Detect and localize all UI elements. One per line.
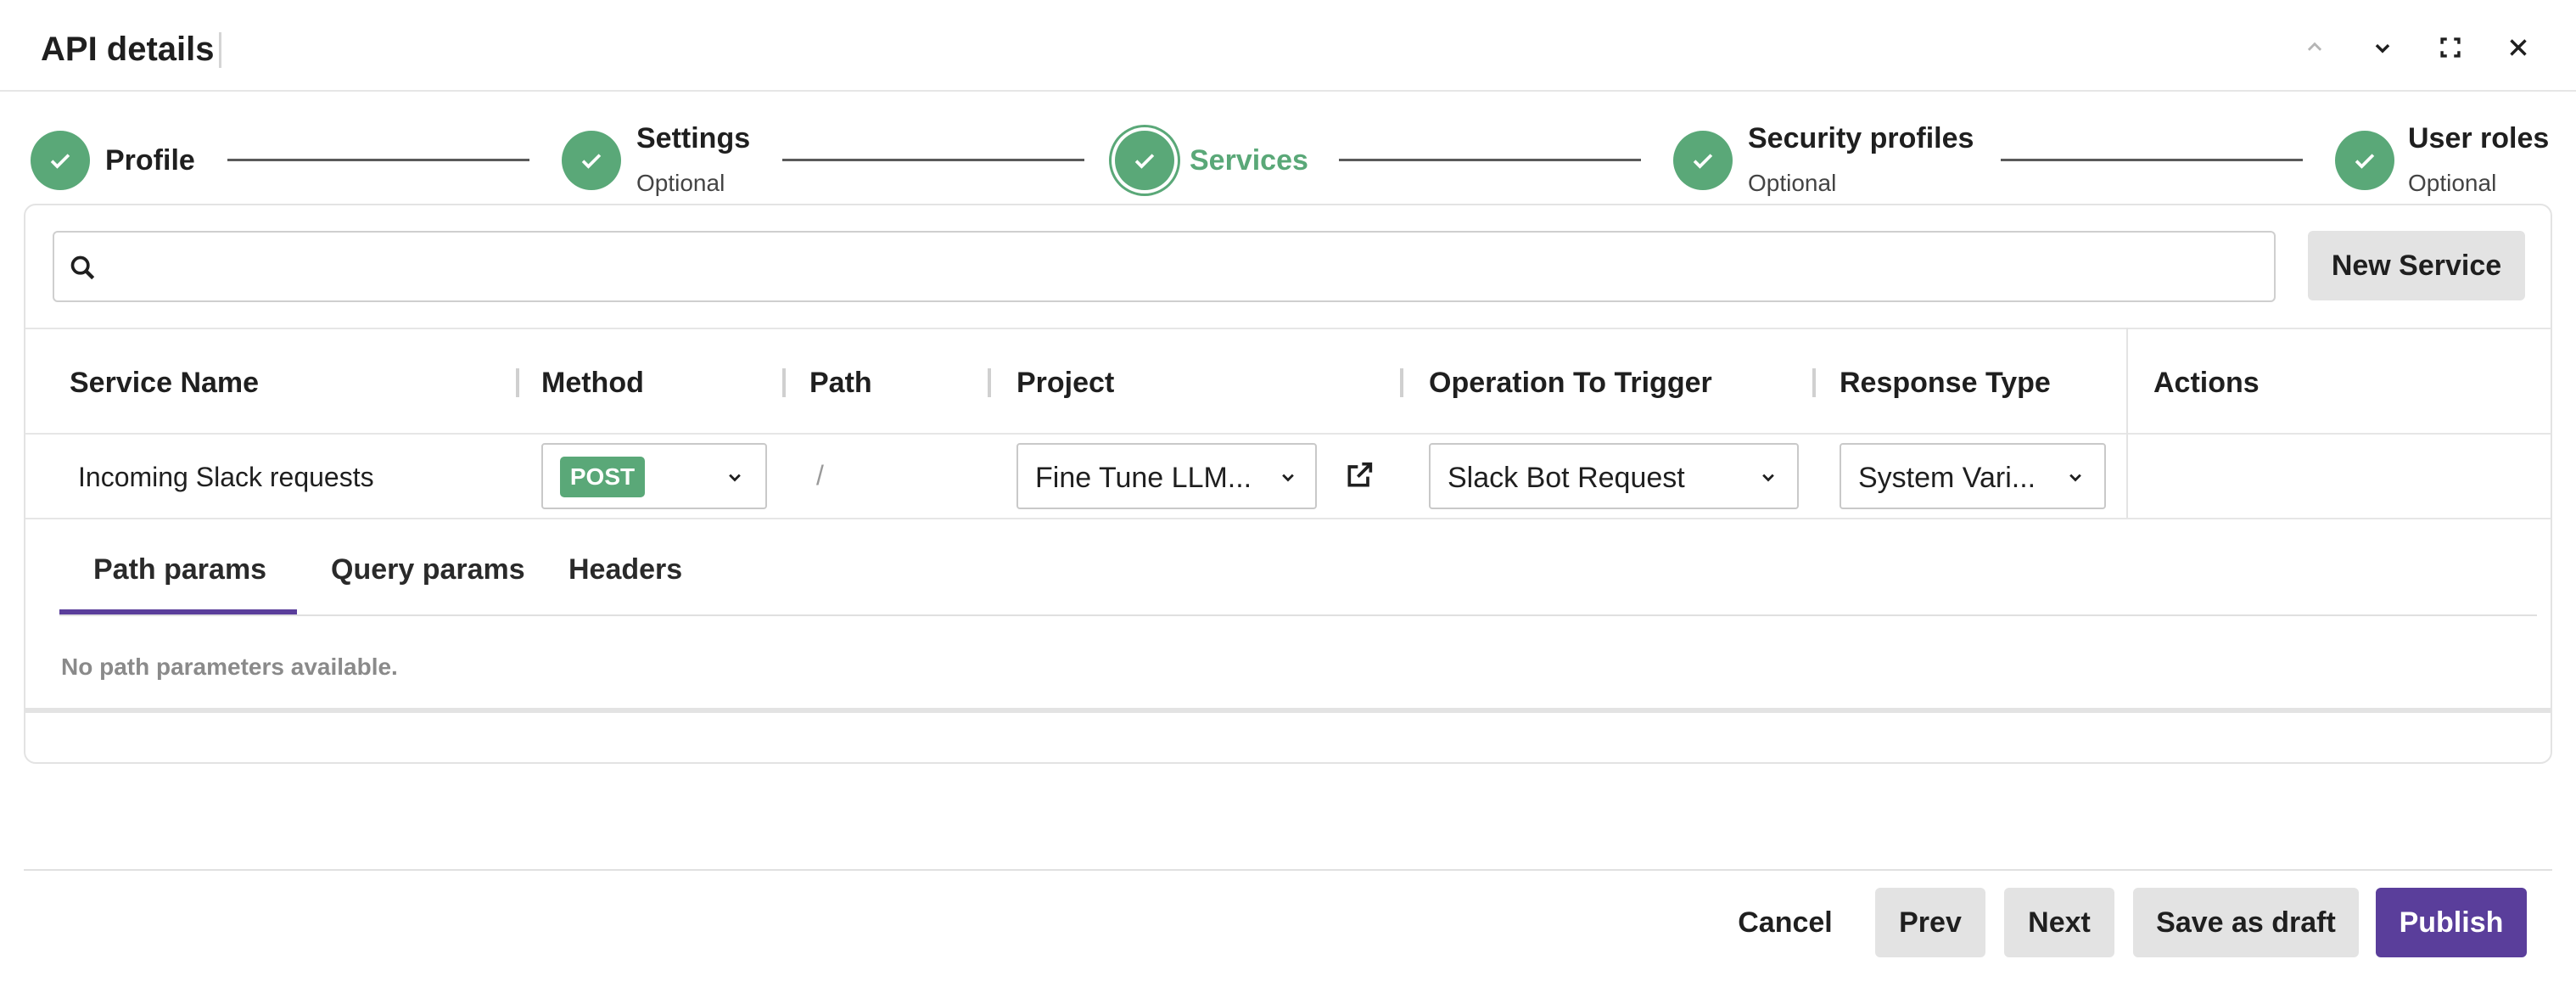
close-button[interactable] bbox=[2500, 29, 2537, 66]
step-connector bbox=[2001, 159, 2303, 161]
dialog-title: API details bbox=[41, 31, 215, 68]
operation-select[interactable]: Slack Bot Request bbox=[1429, 443, 1799, 509]
step-check-icon bbox=[1673, 131, 1733, 190]
column-header-response-type[interactable]: Response Type bbox=[1840, 367, 2051, 399]
publish-button[interactable]: Publish bbox=[2376, 888, 2527, 957]
next-button[interactable]: Next bbox=[2004, 888, 2114, 957]
service-name-cell: Incoming Slack requests bbox=[78, 462, 374, 492]
project-select[interactable]: Fine Tune LLM... bbox=[1016, 443, 1317, 509]
step-label: Settings bbox=[636, 122, 751, 154]
chevron-down-icon bbox=[2069, 474, 2081, 482]
close-icon bbox=[2510, 39, 2527, 56]
step-check-icon bbox=[1115, 131, 1174, 190]
expand-down-button[interactable] bbox=[2364, 29, 2401, 66]
collapse-up-button[interactable] bbox=[2296, 29, 2333, 66]
tab-path-params[interactable]: Path params bbox=[93, 553, 267, 586]
step-connector bbox=[1339, 159, 1641, 161]
response-type-select-value: System Vari... bbox=[1858, 462, 2036, 494]
tab-headers[interactable]: Headers bbox=[568, 553, 683, 586]
tab-query-params[interactable]: Query params bbox=[331, 553, 525, 586]
step-check-icon bbox=[2335, 131, 2394, 190]
method-select[interactable]: POST bbox=[541, 443, 767, 509]
chevron-down-icon bbox=[1282, 474, 1294, 482]
prev-button[interactable]: Prev bbox=[1875, 888, 1985, 957]
column-header-method[interactable]: Method bbox=[541, 367, 644, 399]
step-sublabel: Optional bbox=[1748, 170, 1837, 196]
search-icon bbox=[70, 255, 95, 280]
step-label: Profile bbox=[105, 144, 195, 177]
column-resize-handle[interactable] bbox=[1400, 368, 1403, 397]
title-divider bbox=[219, 32, 221, 68]
params-tabs: Path params Query params Headers bbox=[59, 528, 2537, 616]
step-sublabel: Optional bbox=[636, 170, 725, 196]
step-label: User roles bbox=[2408, 122, 2550, 154]
column-resize-handle[interactable] bbox=[988, 368, 991, 397]
chevron-down-icon bbox=[1762, 474, 1774, 482]
panel-divider bbox=[25, 708, 2551, 713]
table-row: Incoming Slack requests POST / Fine Tune… bbox=[25, 435, 2551, 519]
step-connector bbox=[227, 159, 529, 161]
cancel-button[interactable]: Cancel bbox=[1738, 906, 1833, 939]
empty-state-message: No path parameters available. bbox=[61, 654, 398, 680]
step-connector bbox=[782, 159, 1084, 161]
services-card: New Service Service Name Method Path Pro… bbox=[24, 204, 2552, 764]
column-header-service-name[interactable]: Service Name bbox=[70, 367, 260, 399]
column-resize-handle[interactable] bbox=[516, 368, 519, 397]
chevron-down-icon bbox=[729, 474, 741, 482]
response-type-select[interactable]: System Vari... bbox=[1840, 443, 2106, 509]
column-header-path[interactable]: Path bbox=[809, 367, 872, 399]
column-resize-handle[interactable] bbox=[1812, 368, 1816, 397]
column-header-operation[interactable]: Operation To Trigger bbox=[1429, 367, 1712, 399]
fullscreen-icon bbox=[2440, 37, 2461, 58]
column-resize-handle[interactable] bbox=[782, 368, 786, 397]
column-header-project[interactable]: Project bbox=[1016, 367, 1115, 399]
step-label: Security profiles bbox=[1748, 122, 1974, 154]
operation-select-value: Slack Bot Request bbox=[1448, 462, 1685, 494]
step-check-icon bbox=[562, 131, 621, 190]
table-header: Service Name Method Path Project Operati… bbox=[25, 328, 2551, 435]
active-tab-indicator bbox=[59, 609, 297, 614]
footer-divider bbox=[24, 869, 2552, 871]
project-select-value: Fine Tune LLM... bbox=[1035, 462, 1252, 494]
open-external-icon[interactable] bbox=[1342, 458, 1376, 492]
path-cell[interactable]: / bbox=[816, 460, 824, 491]
chevron-up-icon bbox=[2307, 42, 2322, 51]
step-check-icon bbox=[31, 131, 90, 190]
search-input[interactable] bbox=[110, 238, 2265, 295]
save-draft-button[interactable]: Save as draft bbox=[2133, 888, 2359, 957]
dialog-header: API details bbox=[0, 0, 2576, 92]
new-service-button[interactable]: New Service bbox=[2308, 231, 2525, 300]
step-sublabel: Optional bbox=[2408, 170, 2497, 196]
search-field[interactable] bbox=[53, 231, 2276, 302]
column-header-actions: Actions bbox=[2153, 367, 2260, 399]
fullscreen-button[interactable] bbox=[2432, 29, 2469, 66]
method-badge: POST bbox=[560, 457, 645, 497]
actions-column-border bbox=[2126, 328, 2128, 519]
step-label: Services bbox=[1190, 144, 1308, 177]
chevron-down-icon bbox=[2375, 43, 2390, 53]
